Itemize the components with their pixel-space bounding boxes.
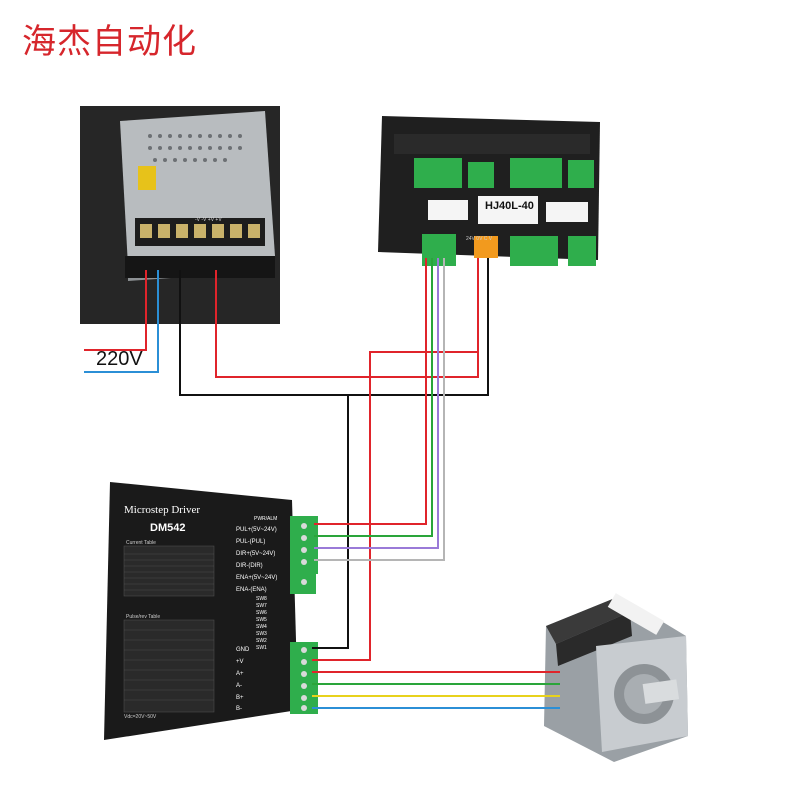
controller-bottom-terminals bbox=[422, 234, 596, 266]
brand-title: 海杰自动化 bbox=[22, 22, 197, 62]
stepper-motor-image bbox=[510, 566, 722, 764]
driver-current-table-title: Current Table bbox=[126, 540, 156, 546]
controller-power-terminal-label: 24V 0V C V bbox=[466, 236, 493, 242]
dir-minus-gray-wire bbox=[314, 258, 445, 561]
driver-switch-label: SW7 bbox=[256, 603, 267, 609]
dir-plus-purple-wire bbox=[314, 258, 439, 549]
driver-switch-label: SW4 bbox=[256, 624, 267, 630]
driver-switch-label: SW8 bbox=[256, 596, 267, 602]
driver-pin-b-plus: B+ bbox=[236, 695, 244, 701]
driver-pin-b-minus: B- bbox=[236, 706, 242, 712]
driver-pin-vplus: +V bbox=[236, 659, 244, 665]
dc-negative-black-wire bbox=[179, 258, 489, 396]
driver-switch-label: SW1 bbox=[256, 645, 267, 651]
driver-vplus-red-wire bbox=[312, 351, 478, 661]
controller-image bbox=[378, 116, 600, 266]
driver-pin-a-minus: A- bbox=[236, 683, 242, 689]
dc-positive-red-wire bbox=[215, 258, 479, 378]
controller-power-terminal bbox=[474, 236, 498, 258]
driver-switch-label: SW6 bbox=[256, 610, 267, 616]
psu-terminal-labels: -V -V +V +V bbox=[195, 217, 222, 223]
driver-model: DM542 bbox=[150, 522, 186, 534]
driver-switch-label: SW5 bbox=[256, 617, 267, 623]
driver-pin-dir-plus: DIR+(5V~24V) bbox=[236, 551, 276, 557]
controller-model-label: HJ40L-40 bbox=[485, 200, 534, 212]
power-supply-image: -V -V +V +V bbox=[80, 106, 280, 324]
driver-pulse-table-title: Pulse/rev Table bbox=[126, 614, 161, 620]
driver-power-terminal bbox=[290, 642, 318, 714]
controller-label-plate bbox=[478, 196, 538, 224]
stepper-driver-image bbox=[104, 482, 318, 740]
driver-pin-gnd: GND bbox=[236, 647, 250, 653]
ac-line-red-wire bbox=[84, 270, 147, 351]
driver-pwr-alm-label: PWR/ALM bbox=[254, 516, 278, 522]
driver-pin-a-plus: A+ bbox=[236, 671, 244, 677]
driver-pin-ena-plus: ENA+(5V~24V) bbox=[236, 575, 278, 581]
ac-input-voltage-label: 220V bbox=[96, 348, 143, 370]
controller-top-terminals bbox=[414, 158, 594, 188]
pul-plus-red-wire bbox=[314, 258, 427, 525]
driver-pin-ena-minus: ENA-(ENA) bbox=[236, 587, 267, 593]
driver-pin-pul-minus: PUL-(PUL) bbox=[236, 539, 266, 545]
driver-pin-pul-plus: PUL+(5V~24V) bbox=[236, 527, 277, 533]
driver-switch-label: SW3 bbox=[256, 631, 267, 637]
ac-line-blue-wire bbox=[84, 270, 159, 373]
pul-minus-green-wire bbox=[314, 258, 433, 537]
driver-title: Microstep Driver bbox=[124, 504, 201, 516]
driver-pin-dir-minus: DIR-(DIR) bbox=[236, 563, 263, 569]
driver-gnd-black-wire bbox=[312, 395, 349, 649]
driver-voltage-footer: Vdc=20V~50V bbox=[124, 714, 157, 720]
driver-switch-label: SW2 bbox=[256, 638, 267, 644]
